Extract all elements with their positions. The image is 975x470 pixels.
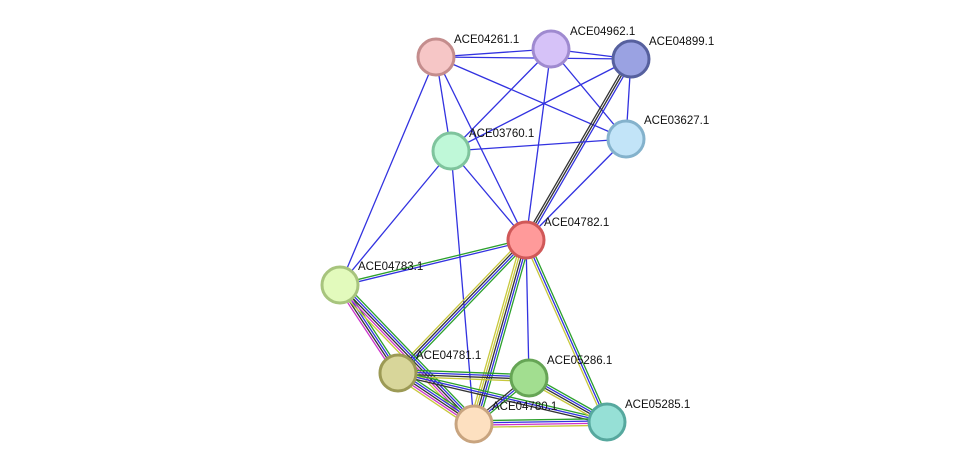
edge-ACE04782.1-ACE05286.1 xyxy=(525,239,530,379)
edge-line xyxy=(341,283,477,423)
node-ACE04962.1[interactable]: ACE04962.1 xyxy=(531,26,635,69)
edge-line xyxy=(474,422,608,426)
edge-line xyxy=(477,241,531,426)
node-label: ACE04782.1 xyxy=(544,217,609,229)
edge-ACE04899.1-ACE03760.1 xyxy=(450,58,632,152)
node-ACE04899.1[interactable]: ACE04899.1 xyxy=(611,36,714,79)
node-ACE04781.1[interactable]: ACE04781.1 xyxy=(378,350,481,393)
edge-ACE04782.1-ACE04783.1 xyxy=(339,238,527,287)
node-circle[interactable] xyxy=(506,220,546,260)
nodes-layer: ACE04261.1 ACE04962.1ACE04899.1ACE03627.1… xyxy=(320,26,714,444)
node-label: ACE03627.1 xyxy=(644,115,709,127)
node-circle[interactable] xyxy=(509,358,549,398)
edge-line xyxy=(342,281,478,422)
edge-line xyxy=(450,48,552,152)
node-label: ACE05286.1 xyxy=(547,355,612,367)
node-label: ACE04962.1 xyxy=(570,26,635,38)
node-ACE05286.1[interactable]: ACE05286.1 xyxy=(509,355,612,398)
edge-line xyxy=(473,420,607,424)
edge-ACE04780.1-ACE05285.1 xyxy=(473,418,608,428)
edge-ACE03627.1-ACE04782.1 xyxy=(525,138,627,241)
edge-line xyxy=(396,238,526,373)
node-label: ACE04261.1 xyxy=(454,34,519,46)
node-circle[interactable] xyxy=(454,404,494,444)
edge-line xyxy=(523,240,606,424)
edge-ACE04261.1-ACE04783.1 xyxy=(339,56,437,286)
edge-line xyxy=(525,58,632,241)
edge-ACE04781.1-ACE05286.1 xyxy=(397,369,530,382)
edge-line xyxy=(450,138,627,152)
node-circle[interactable] xyxy=(606,119,646,159)
node-label: ACE04899.1 xyxy=(649,36,714,48)
edge-ACE04899.1-ACE04782.1 xyxy=(523,57,634,242)
edge-line xyxy=(339,150,452,286)
node-circle[interactable] xyxy=(416,37,456,77)
node-label: ACE04783.1 xyxy=(358,261,423,273)
node-ACE04782.1[interactable]: ACE04782.1 xyxy=(506,217,609,260)
node-circle[interactable] xyxy=(587,402,627,442)
edge-line xyxy=(435,56,632,60)
edge-line xyxy=(339,238,526,285)
node-label: ACE04781.1 xyxy=(416,350,481,362)
node-ACE04261.1[interactable]: ACE04261.1 xyxy=(416,34,519,77)
edge-line xyxy=(474,424,608,428)
edge-line xyxy=(339,284,475,425)
edge-line xyxy=(398,240,528,375)
edge-line xyxy=(550,48,627,140)
edge-line xyxy=(523,57,630,240)
edge-line xyxy=(473,418,607,422)
edge-line xyxy=(398,370,608,421)
edge-line xyxy=(527,59,634,242)
edge-line xyxy=(527,238,610,422)
edge-line xyxy=(398,369,530,376)
node-ACE04783.1[interactable]: ACE04783.1 xyxy=(320,261,423,305)
edge-line xyxy=(450,58,632,152)
edge-ACE04782.1-ACE04781.1 xyxy=(395,237,529,376)
edge-line xyxy=(525,138,627,241)
edge-ACE03627.1-ACE03760.1 xyxy=(450,138,627,152)
node-ACE05285.1[interactable]: ACE05285.1 xyxy=(587,399,690,442)
edge-line xyxy=(339,56,437,286)
node-label: ACE05285.1 xyxy=(625,399,690,411)
node-label: ACE03760.1 xyxy=(469,128,534,140)
node-ACE04780.1[interactable]: ACE04780.1 xyxy=(454,401,557,444)
edge-ACE04261.1-ACE04899.1 xyxy=(435,56,632,60)
edge-line xyxy=(397,374,607,425)
edge-line xyxy=(340,240,527,287)
edge-ACE04782.1-ACE05285.1 xyxy=(523,238,610,424)
node-ACE03760.1[interactable]: ACE03760.1 xyxy=(431,128,534,171)
edge-line xyxy=(399,241,529,376)
node-circle[interactable] xyxy=(611,39,651,79)
edge-line xyxy=(450,150,475,425)
edge-line xyxy=(395,237,525,372)
node-circle[interactable] xyxy=(531,29,571,69)
edge-ACE04962.1-ACE03760.1 xyxy=(450,48,552,152)
node-circle[interactable] xyxy=(378,353,418,393)
edge-ACE03760.1-ACE04783.1 xyxy=(339,150,452,286)
edge-line xyxy=(525,239,530,379)
edge-line xyxy=(397,375,529,382)
edge-ACE03760.1-ACE04780.1 xyxy=(450,150,475,425)
node-circle[interactable] xyxy=(320,265,360,305)
edge-ACE04962.1-ACE03627.1 xyxy=(550,48,627,140)
node-circle[interactable] xyxy=(431,131,471,171)
node-label: ACE04780.1 xyxy=(492,401,557,413)
edge-line xyxy=(525,239,608,423)
node-ACE03627.1[interactable]: ACE03627.1 xyxy=(606,115,709,159)
edge-line xyxy=(397,373,529,380)
edge-line xyxy=(398,371,530,378)
